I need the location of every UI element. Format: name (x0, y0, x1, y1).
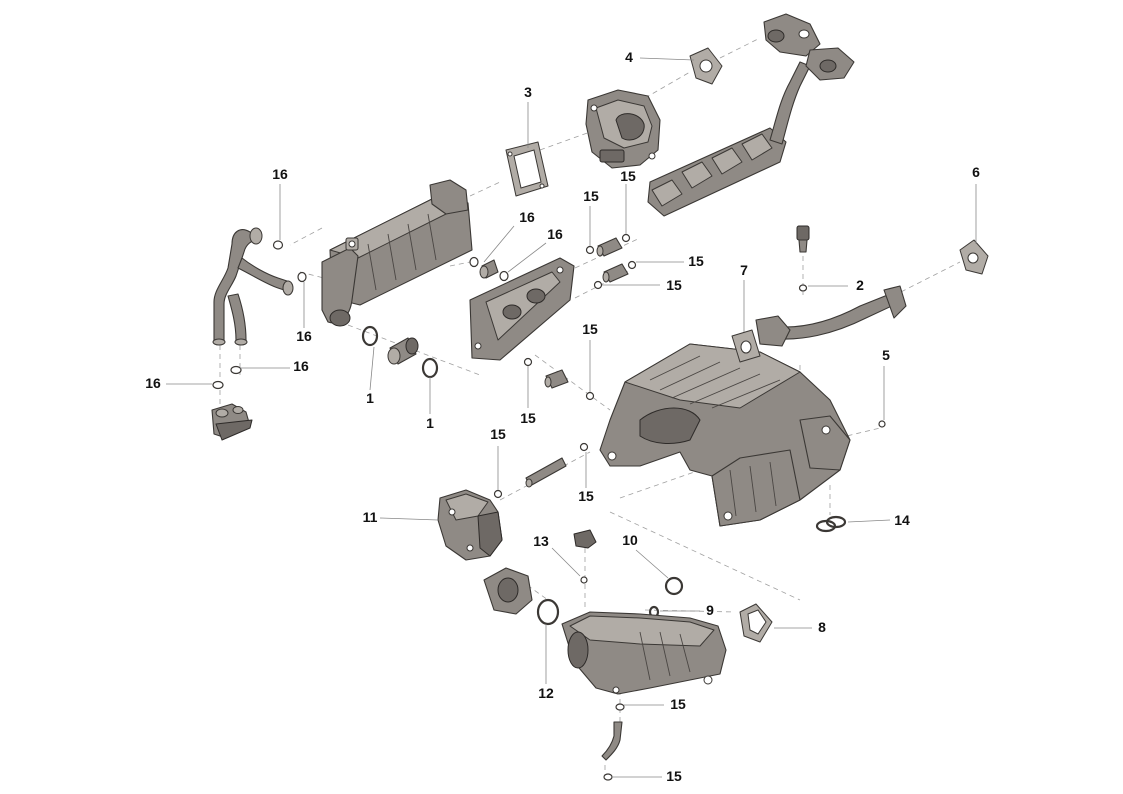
connecting-tube (525, 457, 567, 488)
callout-8: 8 (818, 619, 826, 635)
exhaust-manifold (647, 13, 855, 217)
drain-tube (601, 721, 623, 761)
egr-valve (585, 89, 661, 169)
seal-ring-10 (664, 576, 684, 596)
coolant-hose-assembly (212, 227, 294, 346)
callout-15a: 15 (583, 188, 599, 204)
callout-15f: 15 (520, 410, 536, 426)
seal-ring-14b (825, 515, 847, 529)
callout-3: 3 (524, 84, 532, 100)
seal-ring-2 (798, 284, 808, 292)
o-ring-16c (230, 365, 242, 375)
callout-16d: 16 (296, 328, 312, 344)
callout-15g: 15 (490, 426, 506, 442)
o-ring-16d (212, 380, 224, 390)
gasket-6 (959, 239, 989, 275)
callout-5: 5 (882, 347, 890, 363)
callout-1a: 1 (366, 390, 374, 406)
o-ring-13 (580, 576, 588, 584)
callout-7: 7 (740, 262, 748, 278)
o-ring-16f (499, 270, 509, 282)
callout-16a: 16 (272, 166, 288, 182)
o-ring-15i (615, 703, 625, 711)
intermediate-flange (469, 257, 575, 361)
callout-16c: 16 (547, 226, 563, 242)
callout-14: 14 (894, 512, 910, 528)
leader-lines (166, 57, 977, 778)
o-ring-12 (536, 598, 560, 626)
gasket-4 (689, 47, 723, 85)
assembly-axes (219, 37, 961, 778)
coolant-fitting (211, 403, 253, 441)
callout-15i: 15 (670, 696, 686, 712)
connector-sleeve-15a (596, 237, 623, 257)
callout-9: 9 (706, 602, 714, 618)
callout-11: 11 (363, 509, 378, 525)
callout-16e: 16 (293, 358, 309, 374)
callout-1b: 1 (426, 415, 434, 431)
connector-sleeve-16 (479, 259, 499, 279)
o-ring-16b (297, 271, 307, 283)
callout-15j: 15 (666, 768, 682, 784)
throttle-body (437, 489, 503, 561)
egr-cooler (321, 179, 473, 327)
o-ring-15b (621, 233, 631, 243)
callout-13: 13 (533, 533, 549, 549)
callout-15d: 15 (666, 277, 682, 293)
callout-4: 4 (625, 49, 633, 65)
o-ring-15d (593, 280, 603, 290)
callout-10: 10 (622, 532, 638, 548)
gasket-7 (731, 329, 761, 363)
callout-15e: 15 (582, 321, 598, 337)
gasket-8 (739, 603, 773, 643)
callout-labels: 1 1 2 3 4 5 6 7 8 9 10 11 12 13 14 15 15… (145, 49, 980, 784)
o-ring-15g (493, 489, 503, 499)
callout-12: 12 (538, 685, 554, 701)
connector-sleeve-15c (544, 369, 569, 389)
connector-pipe (387, 337, 419, 365)
gasket-3 (505, 141, 549, 197)
callout-2: 2 (856, 277, 864, 293)
sensor-2 (796, 225, 810, 253)
callout-16b: 16 (519, 209, 535, 225)
callout-15h: 15 (578, 488, 594, 504)
exhaust-pipe (755, 285, 907, 347)
o-ring-15f (585, 391, 595, 401)
o-ring-15a (585, 245, 595, 255)
o-ring-1b (421, 357, 439, 379)
callout-16f: 16 (145, 375, 161, 391)
connector-sleeve-15b (602, 263, 629, 283)
o-ring-15c (627, 260, 637, 270)
sensor-13 (573, 529, 597, 549)
o-ring-15h (579, 442, 589, 452)
o-ring-15e (523, 357, 533, 367)
seal-ring-5 (878, 420, 886, 428)
o-ring-15j (603, 773, 613, 781)
o-ring-16e (469, 256, 479, 268)
callout-6: 6 (972, 164, 980, 180)
o-ring-16a (272, 240, 284, 250)
o-ring-1a (361, 325, 379, 347)
throttle-adapter (483, 567, 533, 615)
charge-air-pipe (561, 611, 727, 695)
callout-15b: 15 (620, 168, 636, 184)
callout-15c: 15 (688, 253, 704, 269)
intake-manifold (599, 343, 851, 527)
